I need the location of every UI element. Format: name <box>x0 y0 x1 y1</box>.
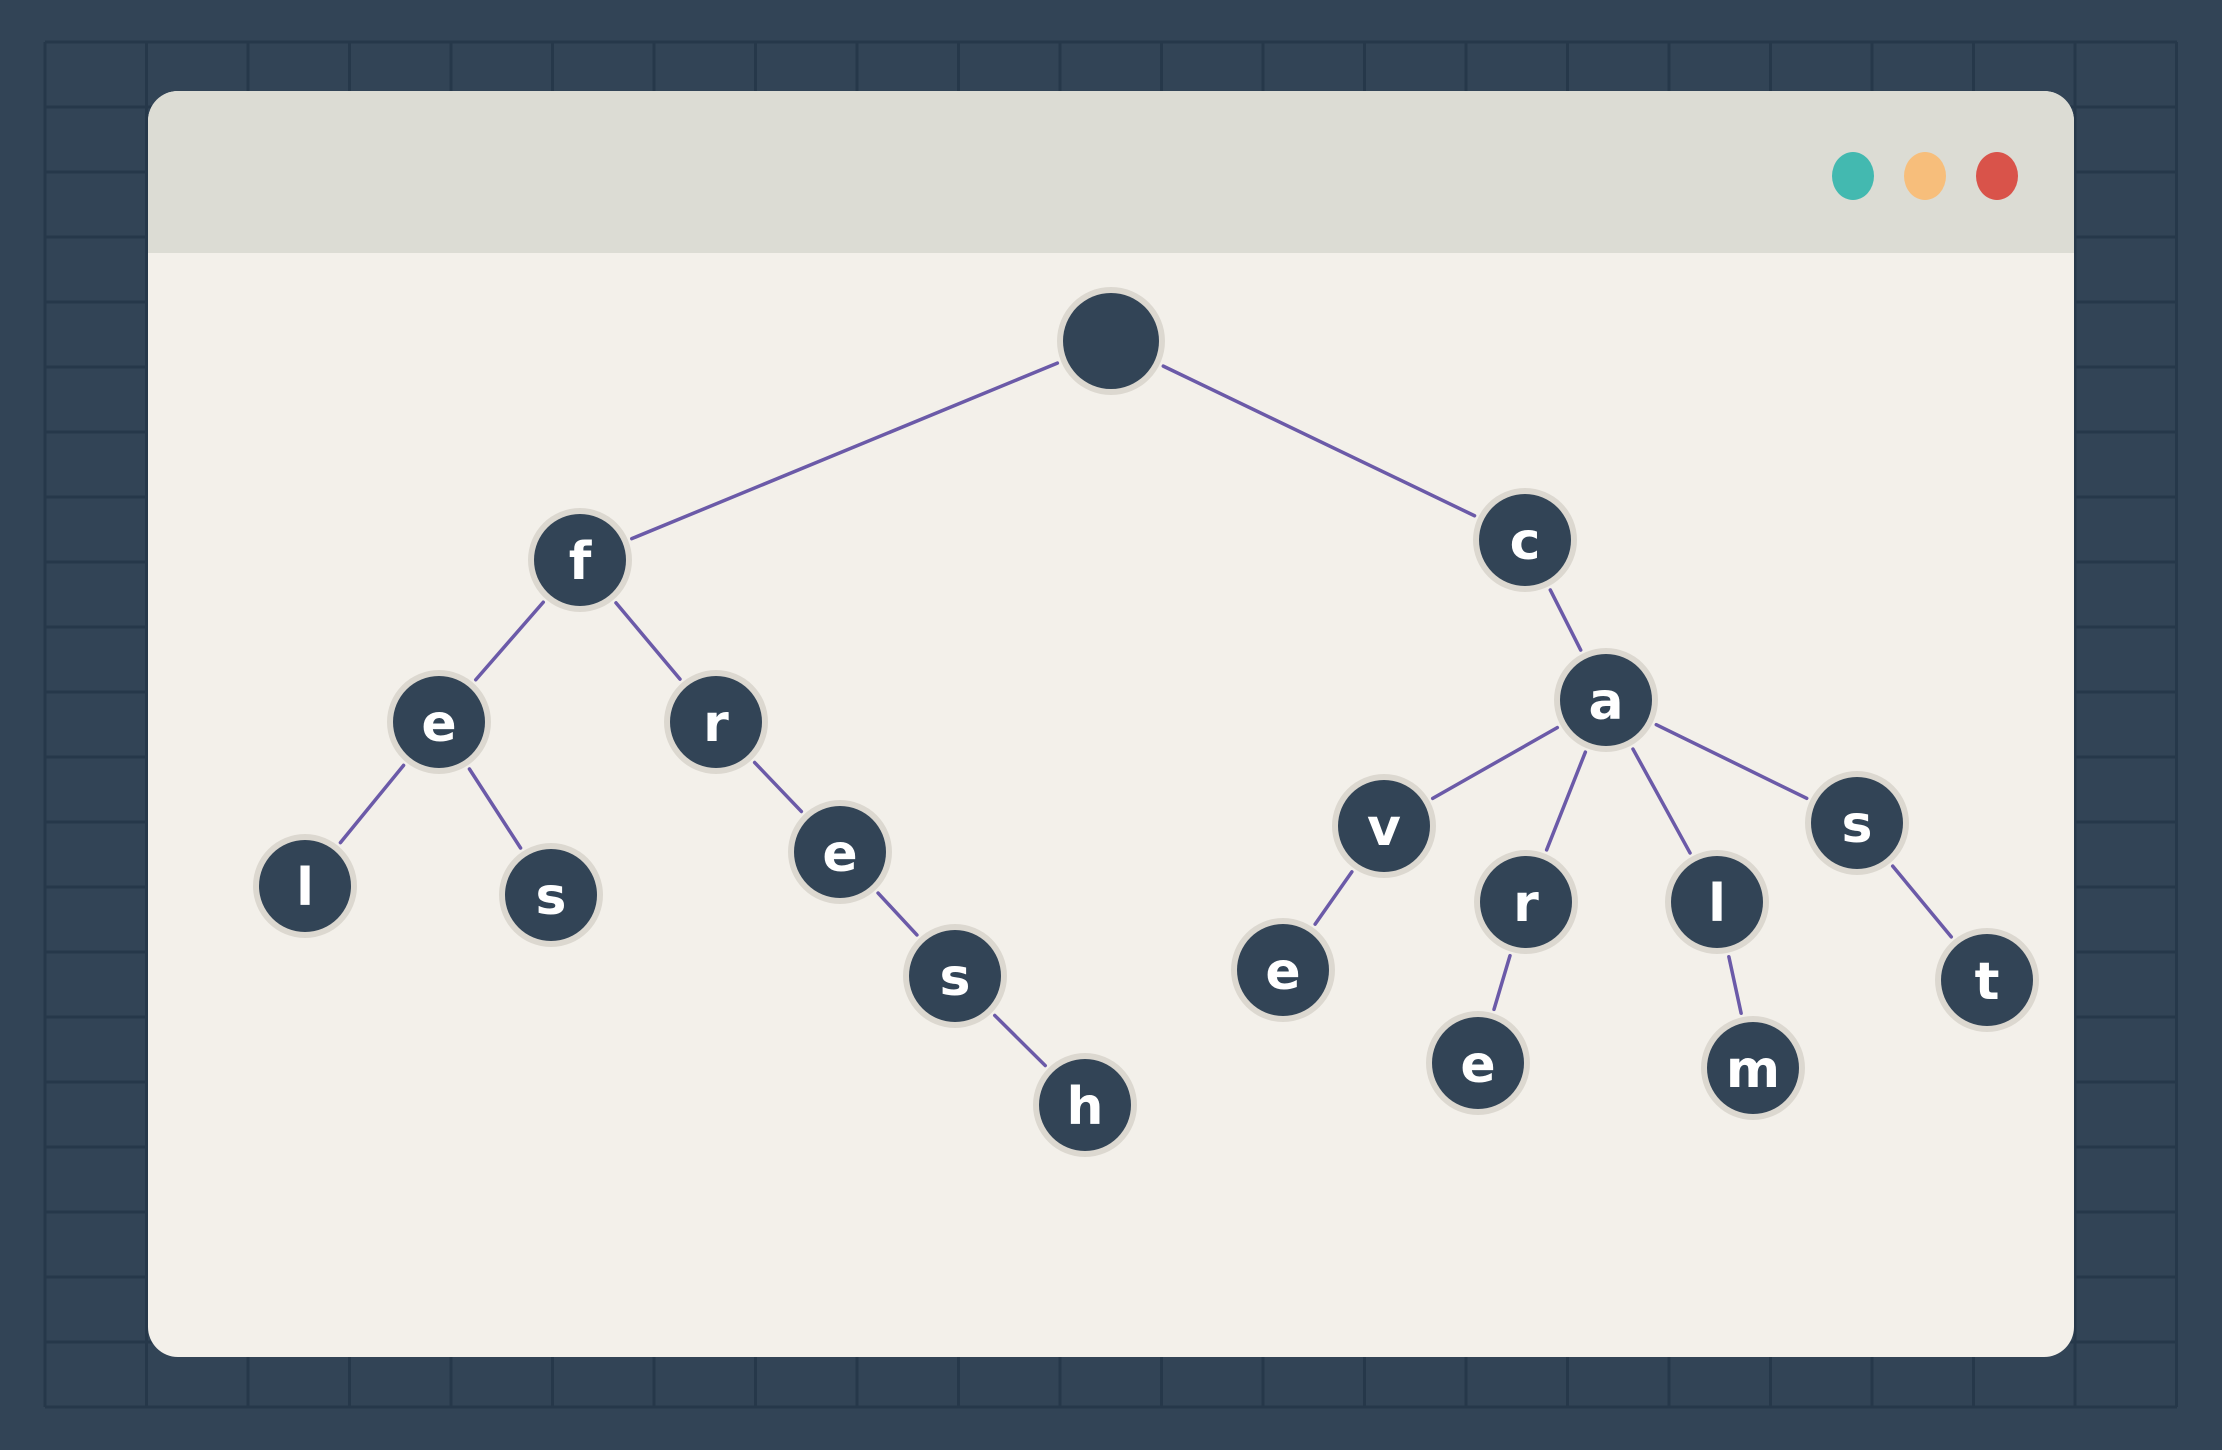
edge-ca-cav <box>1430 725 1560 801</box>
edge-ca-cas <box>1654 722 1809 801</box>
edge-f-fe <box>474 600 545 682</box>
node-label: h <box>1066 1077 1103 1137</box>
node-circle <box>1063 293 1159 389</box>
node-circle <box>534 514 626 606</box>
node-circle <box>393 676 485 768</box>
node-label: f <box>569 532 593 592</box>
node-fres: s <box>903 924 1007 1028</box>
node-label: e <box>822 824 857 884</box>
edge-ca-car <box>1544 750 1588 852</box>
node-label: r <box>703 694 729 754</box>
node-fe: e <box>387 670 491 774</box>
node-circle <box>670 676 762 768</box>
node-circle <box>1237 924 1329 1016</box>
node-c: c <box>1473 488 1577 592</box>
node-fresh: h <box>1033 1053 1137 1157</box>
edge-ca-cal <box>1631 747 1692 855</box>
node-fre: e <box>788 800 892 904</box>
node-calm: m <box>1701 1016 1805 1120</box>
node-fel: l <box>253 834 357 938</box>
node-circle <box>1941 934 2033 1026</box>
edge-fr-fre <box>752 760 804 814</box>
node-label: l <box>296 858 314 918</box>
node-circle <box>505 849 597 941</box>
node-care: e <box>1426 1011 1530 1115</box>
node-car: r <box>1474 850 1578 954</box>
teal-window-button[interactable] <box>1832 152 1874 200</box>
node-label: t <box>1975 952 2000 1012</box>
node-label: a <box>1588 672 1623 732</box>
node-circle <box>1560 654 1652 746</box>
tree-edges <box>338 361 1954 1068</box>
window-body <box>148 91 2074 1357</box>
node-fr: r <box>664 670 768 774</box>
edge-root-c <box>1161 364 1477 518</box>
edge-cas-cast <box>1890 864 1954 939</box>
orange-window-button[interactable] <box>1904 152 1946 200</box>
node-circle <box>1479 494 1571 586</box>
node-circle <box>1338 780 1430 872</box>
node-label: s <box>536 867 567 927</box>
edge-fres-fresh <box>993 1013 1047 1068</box>
edge-car-care <box>1492 953 1512 1012</box>
node-ca: a <box>1554 648 1658 752</box>
node-cast: t <box>1935 928 2039 1032</box>
node-circle <box>909 930 1001 1022</box>
node-cas: s <box>1805 771 1909 875</box>
node-circle <box>794 806 886 898</box>
node-label: v <box>1367 798 1401 858</box>
node-label: e <box>421 694 456 754</box>
node-label: s <box>1842 795 1873 855</box>
red-window-button[interactable] <box>1976 152 2018 200</box>
node-circle <box>1811 777 1903 869</box>
node-circle <box>259 840 351 932</box>
window-controls <box>1832 152 2018 200</box>
node-label: e <box>1265 942 1300 1002</box>
window-title-bar <box>148 91 2074 253</box>
node-label: s <box>940 948 971 1008</box>
node-fes: s <box>499 843 603 947</box>
browser-window <box>148 91 2074 1357</box>
node-label: e <box>1460 1035 1495 1095</box>
node-label: c <box>1510 512 1541 572</box>
edge-fe-fel <box>338 763 406 845</box>
edge-c-ca <box>1548 588 1583 652</box>
root-node <box>1057 287 1165 395</box>
edge-cav-cave <box>1313 870 1354 926</box>
tree-nodes: f c e r l s e s h a v e r e l m s t <box>253 287 2039 1157</box>
node-circle <box>1039 1059 1131 1151</box>
node-circle <box>1671 856 1763 948</box>
node-circle <box>1707 1022 1799 1114</box>
edge-cal-calm <box>1727 954 1743 1016</box>
node-label: l <box>1708 874 1726 934</box>
node-label: m <box>1726 1040 1780 1100</box>
node-cave: e <box>1231 918 1335 1022</box>
node-f: f <box>528 508 632 612</box>
edge-fre-fres <box>876 891 919 937</box>
node-circle <box>1480 856 1572 948</box>
node-circle <box>1432 1017 1524 1109</box>
node-label: r <box>1513 874 1539 934</box>
edge-f-fr <box>614 601 682 681</box>
node-cal: l <box>1665 850 1769 954</box>
edge-fe-fes <box>467 767 523 850</box>
edge-root-f <box>630 361 1060 541</box>
node-cav: v <box>1332 774 1436 878</box>
